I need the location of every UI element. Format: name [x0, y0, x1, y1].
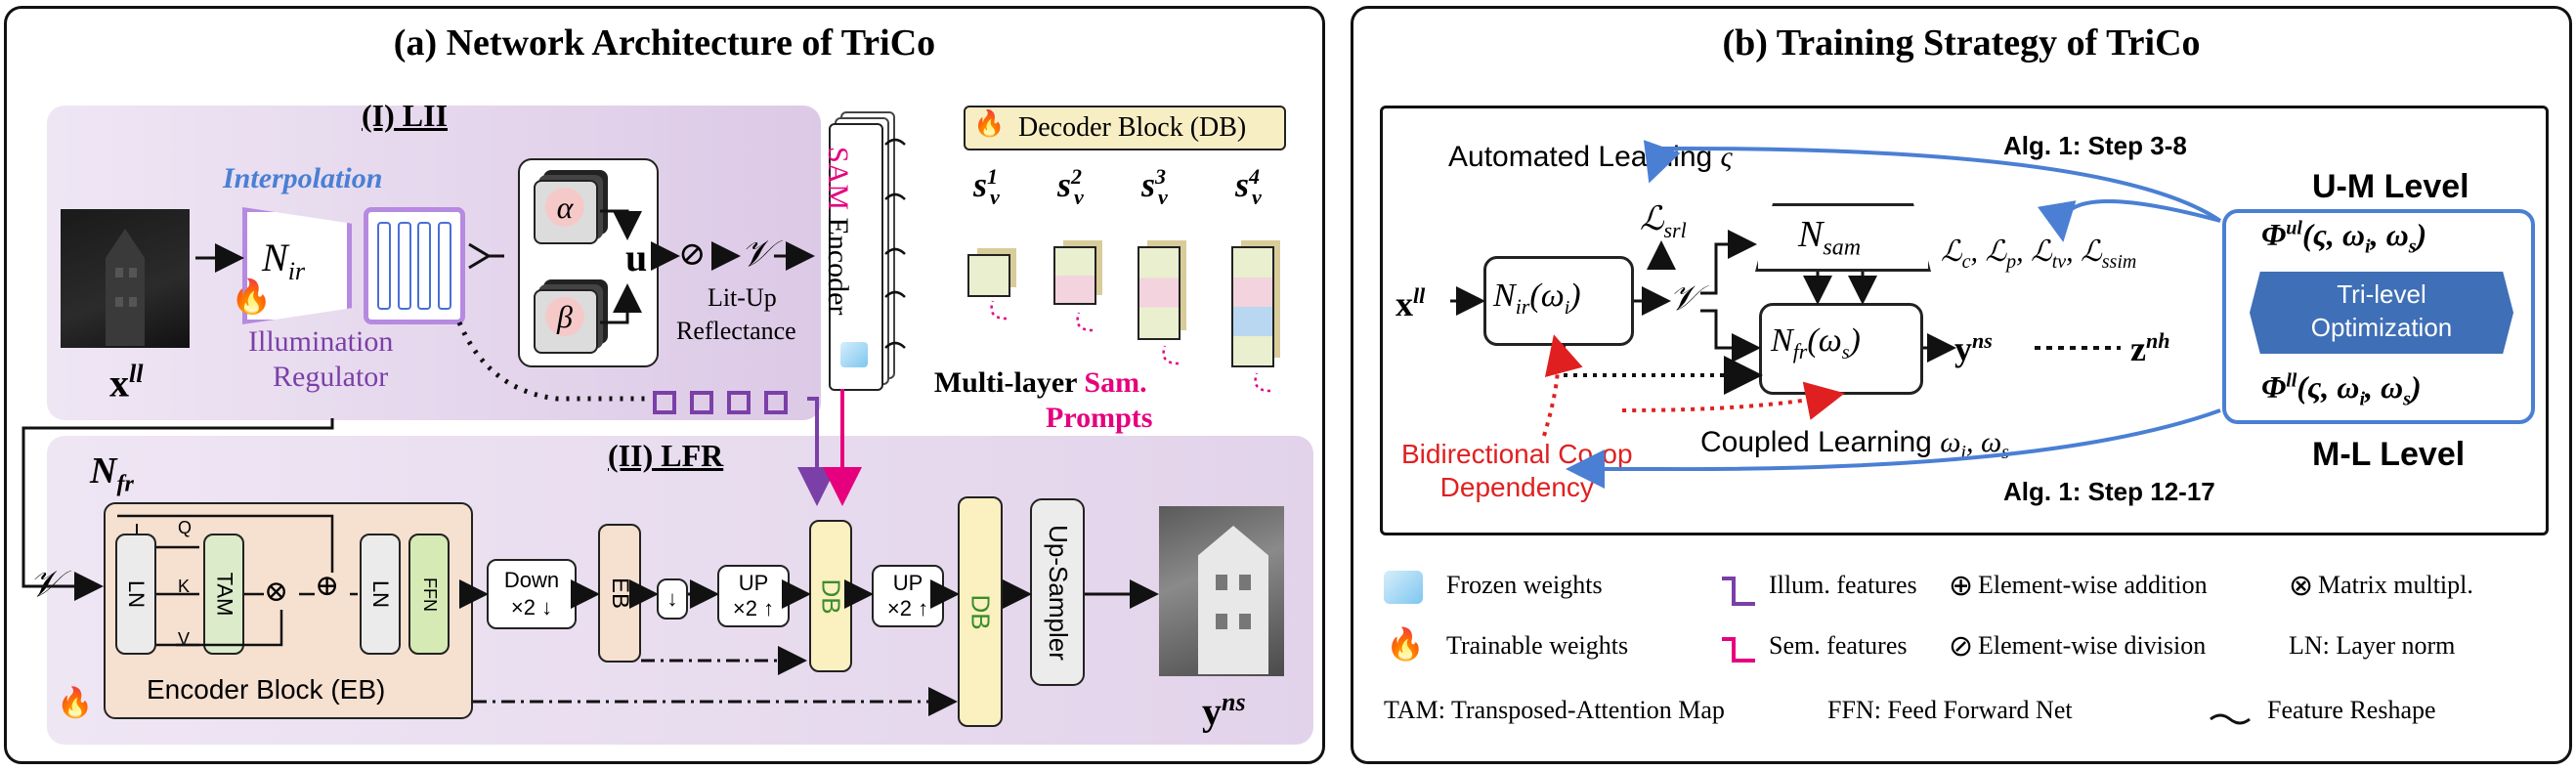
- division-symbol: ⊘: [678, 236, 707, 273]
- ffn-block: FFN: [408, 534, 450, 655]
- l-srl-label: ℒsrl: [1640, 201, 1687, 242]
- phi-ll-label: Φll(ς, ωi, ωs): [2261, 369, 2422, 410]
- s-v-3: s3v: [1141, 164, 1168, 210]
- s-v-1: s1v: [973, 164, 1000, 210]
- s-v-4: s4v: [1235, 164, 1262, 210]
- n-fr-ws-module: [1759, 303, 1923, 395]
- legend-div-symbol: ⊘: [1949, 630, 1974, 663]
- legend-ffn: FFN: Feed Forward Net: [1827, 696, 2073, 724]
- legend-matrix-mult: Matrix multipl.: [2318, 571, 2473, 599]
- prompt-cube-4: [1231, 246, 1274, 367]
- panel-a-title: (a) Network Architecture of TriCo: [393, 22, 936, 64]
- loss-terms-label: ℒc, ℒp, ℒtv, ℒssim: [1941, 235, 2137, 273]
- panel-b-title: (b) Training Strategy of TriCo: [1722, 22, 2201, 64]
- ln-block-1: LN: [115, 534, 156, 655]
- legend-frozen: Frozen weights: [1446, 571, 1603, 599]
- n-fr-ws-label: Nfr(ωs): [1771, 322, 1861, 364]
- alpha-symbol: α: [545, 188, 584, 227]
- lii-title: (I) LII: [362, 98, 449, 133]
- up-sampler-block: Up-Sampler: [1030, 498, 1085, 686]
- up-sample-block-1: UP×2 ↑: [717, 565, 790, 627]
- decoder-flame-icon: 🔥: [973, 109, 1006, 138]
- n-ir-module: [242, 207, 352, 324]
- coupled-learning-label: Coupled Learning ωi, ωs: [1700, 426, 2009, 463]
- v-symbol: 𝒱: [741, 234, 772, 275]
- legend-trainable-icon: 🔥: [1386, 626, 1425, 662]
- ln-block-2: LN: [360, 534, 401, 655]
- y-ns-label: yns: [1202, 688, 1246, 734]
- legend-tam: TAM: Transposed-Attention Map: [1384, 696, 1725, 724]
- alg-top-label: Alg. 1: Step 3-8: [2003, 131, 2187, 160]
- encoder-block-label: Encoder Block (EB): [147, 674, 386, 705]
- encoder-flame-icon: 🔥: [57, 687, 94, 719]
- legend-layer-norm: LN: Layer norm: [2289, 631, 2456, 660]
- interpolation-label: Interpolation: [223, 162, 383, 194]
- legend-elem-add: Element-wise addition: [1978, 571, 2208, 599]
- n-ir-label: Nir: [262, 235, 306, 285]
- legend-sem-features: Sem. features: [1769, 631, 1908, 660]
- u-symbol: u: [625, 235, 648, 279]
- legend-frozen-icon: [1384, 571, 1423, 604]
- b-y-ns-label: yns: [1954, 328, 1993, 368]
- matmul-symbol: ⊗: [264, 576, 289, 608]
- phi-box: [2222, 209, 2535, 424]
- um-level-label: U-M Level: [2312, 168, 2469, 205]
- legend-elem-div: Element-wise division: [1978, 631, 2207, 660]
- n-sam-module: [1755, 203, 1931, 272]
- n-ir-wi-label: Nir(ωi): [1493, 278, 1581, 319]
- lfr-title: (II) LFR: [608, 438, 724, 473]
- down-sample-block: Down×2 ↓: [487, 559, 577, 629]
- prompt-cube-1: [967, 254, 1010, 297]
- output-enhanced-image: [1159, 506, 1284, 676]
- multi-layer-sam-prompts-label: Multi-layer Sam.Prompts: [933, 366, 1153, 434]
- down-arrow-block: ↓: [657, 578, 688, 620]
- decoder-block-label: Decoder Block (DB): [964, 106, 1286, 150]
- q-label: Q: [178, 518, 193, 537]
- panel-a-connectors: [21, 138, 1271, 716]
- legend-times-symbol: ⊗: [2289, 570, 2314, 602]
- flame-icon: 🔥: [231, 279, 273, 316]
- legend-add-symbol: ⊕: [1949, 570, 1974, 602]
- prompt-cube-3: [1138, 246, 1181, 340]
- add-symbol: ⊕: [315, 570, 340, 602]
- trilevel-optimization-box: [2250, 272, 2513, 354]
- n-sam-label: Nsam: [1798, 214, 1862, 261]
- prompt-cube-2: [1053, 246, 1096, 305]
- s-v-2: s2v: [1057, 164, 1084, 210]
- ml-level-label: M-L Level: [2312, 436, 2466, 473]
- legend-illum-features: Illum. features: [1769, 571, 1917, 599]
- x-ll-label: xll: [109, 360, 144, 406]
- z-nh-label: znh: [2130, 328, 2170, 368]
- input-low-light-image: [61, 209, 190, 348]
- n-ir-stack: [364, 207, 465, 324]
- panel-b-inner-frame: [1380, 106, 2549, 535]
- b-x-ll-label: xll: [1395, 283, 1426, 323]
- illum-feature-squares: [653, 391, 788, 414]
- phi-ul-label: Φul(ς, ωi, ωs): [2261, 217, 2427, 258]
- tam-block: TAM: [203, 534, 244, 655]
- alg-bottom-label: Alg. 1: Step 12-17: [2003, 477, 2215, 506]
- lfr-v-input: 𝒱: [29, 564, 61, 605]
- beta-symbol: β: [545, 297, 584, 336]
- k-label: K: [178, 577, 191, 596]
- frozen-icon: [840, 342, 868, 367]
- n-fr-label: Nfr: [90, 450, 134, 497]
- legend-feature-reshape: Feature Reshape: [2267, 696, 2436, 724]
- b-v-symbol: 𝒱: [1669, 278, 1698, 318]
- db-block-2: DB: [958, 496, 1003, 727]
- legend-trainable: Trainable weights: [1446, 631, 1629, 660]
